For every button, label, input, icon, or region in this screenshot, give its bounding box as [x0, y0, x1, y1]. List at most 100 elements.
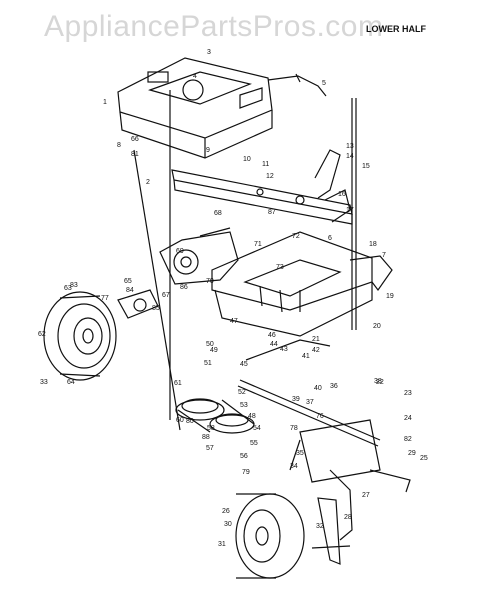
callout-6: 6: [328, 235, 332, 242]
callout-38: 38: [374, 378, 382, 385]
main-frame-rail: [171, 169, 353, 225]
callout-65: 65: [124, 278, 132, 285]
callout-50: 50: [206, 341, 214, 348]
front-wheel: [235, 493, 305, 579]
callout-48: 48: [248, 413, 256, 420]
linkage-rods: [133, 90, 381, 447]
callout-30: 30: [224, 521, 232, 528]
callout-29: 29: [408, 450, 416, 457]
callout-35: 35: [296, 450, 304, 457]
callout-84: 84: [126, 287, 134, 294]
callout-53: 53: [240, 402, 248, 409]
callout-3: 3: [207, 49, 211, 56]
transmission: [159, 227, 239, 285]
callout-55: 55: [250, 440, 258, 447]
callout-66: 66: [131, 136, 139, 143]
callout-41: 41: [302, 353, 310, 360]
callout-26: 26: [222, 508, 230, 515]
callout-71: 71: [254, 241, 262, 248]
callout-22: 22: [376, 379, 384, 386]
callout-23: 23: [404, 390, 412, 397]
callout-1: 1: [103, 99, 107, 106]
callout-68: 68: [214, 210, 222, 217]
callout-83: 83: [70, 282, 78, 289]
callout-76: 76: [316, 413, 324, 420]
callout-72: 72: [292, 233, 300, 240]
callout-88: 88: [202, 434, 210, 441]
callout-69: 69: [176, 248, 184, 255]
callout-13: 13: [346, 143, 354, 150]
callout-32: 32: [316, 523, 324, 530]
callout-layer: 1234567891011121314151617181920212223242…: [38, 49, 428, 548]
mower-deck-pan: [211, 231, 393, 337]
callout-34: 34: [290, 463, 298, 470]
callout-19: 19: [386, 293, 394, 300]
callout-62: 62: [38, 331, 46, 338]
callout-52: 52: [238, 389, 246, 396]
callout-24: 24: [404, 415, 412, 422]
callout-28: 28: [344, 514, 352, 521]
callout-4: 4: [193, 73, 197, 80]
callout-58: 58: [207, 425, 215, 432]
callout-87: 87: [268, 209, 276, 216]
callout-80: 80: [186, 418, 194, 425]
upper-frame: [117, 57, 273, 159]
rear-wheel: [43, 291, 117, 381]
callout-31: 31: [218, 541, 226, 548]
callout-67: 67: [162, 292, 170, 299]
callout-49: 49: [210, 347, 218, 354]
callout-73: 73: [276, 264, 284, 271]
callout-25: 25: [420, 455, 428, 462]
callout-82: 82: [404, 436, 412, 443]
callout-86: 86: [180, 284, 188, 291]
callout-21: 21: [312, 336, 320, 343]
bracket-upper-right: [314, 149, 351, 223]
callout-20: 20: [373, 323, 381, 330]
callout-60: 60: [176, 417, 184, 424]
callout-37: 37: [306, 399, 314, 406]
callout-8: 8: [117, 142, 121, 149]
callout-46: 46: [268, 332, 276, 339]
callout-17: 17: [346, 207, 354, 214]
callout-7: 7: [382, 252, 386, 259]
callout-33: 33: [40, 379, 48, 386]
callout-16: 16: [338, 191, 346, 198]
callout-27: 27: [362, 492, 370, 499]
callout-36: 36: [330, 383, 338, 390]
callout-2: 2: [146, 179, 150, 186]
callout-39: 39: [292, 396, 300, 403]
callout-44: 44: [270, 341, 278, 348]
callout-51: 51: [204, 360, 212, 367]
shift-lever: [267, 73, 327, 97]
callout-47: 47: [230, 318, 238, 325]
hub-assembly: [117, 289, 159, 319]
callout-85: 85: [152, 305, 160, 312]
section-title: LOWER HALF: [366, 24, 426, 34]
callout-57: 57: [206, 445, 214, 452]
callout-63: 63: [64, 285, 72, 292]
callout-12: 12: [266, 173, 274, 180]
callout-54: 54: [253, 425, 261, 432]
callout-5: 5: [322, 80, 326, 87]
callout-15: 15: [362, 163, 370, 170]
callout-10: 10: [243, 156, 251, 163]
callout-18: 18: [369, 241, 377, 248]
callout-79: 79: [242, 469, 250, 476]
callout-61: 61: [174, 380, 182, 387]
callout-45: 45: [240, 361, 248, 368]
front-axle: [289, 419, 411, 541]
callout-70: 70: [206, 278, 214, 285]
callout-78: 78: [290, 425, 298, 432]
callout-40: 40: [314, 385, 322, 392]
callout-56: 56: [240, 453, 248, 460]
callout-64: 64: [67, 379, 75, 386]
callout-77: 77: [101, 295, 109, 302]
callout-81: 81: [131, 151, 139, 158]
spindle: [311, 497, 351, 565]
callout-14: 14: [346, 153, 354, 160]
callout-43: 43: [280, 346, 288, 353]
pulley-stack: [175, 398, 255, 434]
callout-11: 11: [262, 161, 269, 168]
callout-9: 9: [206, 147, 210, 154]
